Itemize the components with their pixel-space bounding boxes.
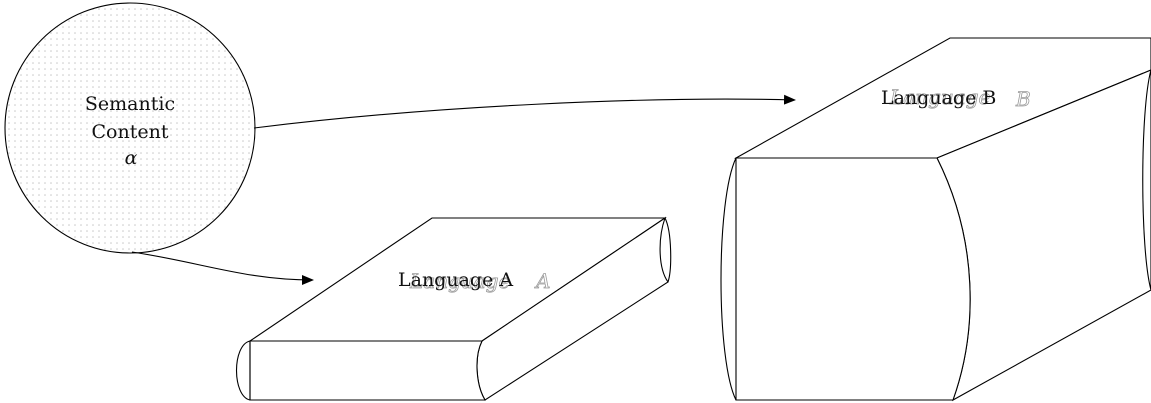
book-b-script-word: Language [889,85,990,109]
book-a-spine-left [235,340,251,401]
book-language-b: Language B Language B [720,37,1151,402]
book-b-script-letter: B [1015,87,1031,111]
book-b-spine-right [1142,69,1151,291]
arrow-to-language-b [253,94,796,129]
book-a-script-letter: A [534,269,550,293]
arrow-to-language-a [131,251,314,285]
book-b-front [735,157,971,401]
alpha-symbol: α [125,147,138,169]
book-a-front [249,340,486,401]
book-b-title: Language B [881,87,996,109]
book-a-title: Language A [398,269,513,291]
semantic-label-line2: Content [92,121,169,143]
book-language-a: Language A Language A [235,216,672,401]
book-a-spine-right [664,217,672,283]
book-b-spine-left [720,157,737,401]
book-a-script-word: Language [409,269,510,293]
semantic-content-node: Semantic Content α [4,2,256,254]
semantic-label-line1: Semantic [85,93,175,115]
